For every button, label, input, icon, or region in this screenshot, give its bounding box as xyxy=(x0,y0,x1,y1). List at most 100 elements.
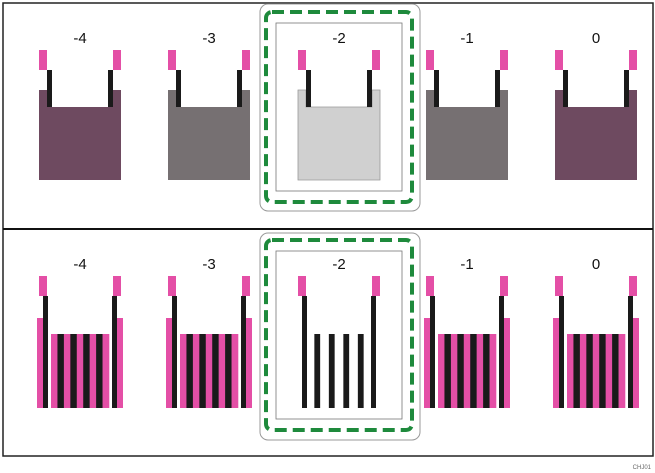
top-label-minus2: -2 xyxy=(332,30,345,47)
stem-right xyxy=(624,70,629,107)
bottom-label-minus2: -2 xyxy=(332,256,345,273)
stripe xyxy=(612,334,619,408)
stripe xyxy=(212,334,219,408)
stripe xyxy=(51,334,58,408)
side-bar-left xyxy=(43,296,48,408)
stripe xyxy=(328,334,335,408)
stripe xyxy=(579,334,587,408)
stripe xyxy=(357,334,364,408)
tip-right xyxy=(242,276,250,296)
stripe xyxy=(618,334,626,408)
flank-right xyxy=(246,318,252,408)
stripe xyxy=(225,334,232,408)
side-bar-left xyxy=(302,296,307,408)
stripe xyxy=(592,334,600,408)
stripe xyxy=(463,334,471,408)
stripe xyxy=(199,334,207,408)
patch-body xyxy=(555,90,637,180)
stripe xyxy=(102,334,110,408)
stripe xyxy=(63,334,71,408)
bottom-pattern-minus3 xyxy=(166,276,252,408)
image-code: CHJ01 xyxy=(633,465,652,471)
tip-left xyxy=(426,276,434,296)
side-bar-right xyxy=(112,296,117,408)
tip-right xyxy=(629,276,637,296)
stripe xyxy=(444,334,452,408)
stripe xyxy=(343,334,350,408)
stripe xyxy=(438,334,445,408)
side-bar-left xyxy=(430,296,435,408)
tip-left xyxy=(39,50,47,70)
side-bar-left xyxy=(172,296,177,408)
flank-right xyxy=(633,318,639,408)
tip-left xyxy=(39,276,47,296)
bottom-label-minus4: -4 xyxy=(73,256,86,273)
top-pattern-zero xyxy=(555,50,637,180)
stripe xyxy=(205,334,213,408)
stem-right xyxy=(495,70,500,107)
tip-left xyxy=(298,276,306,296)
top-pattern-minus4 xyxy=(39,50,121,180)
top-pattern-minus3 xyxy=(168,50,250,180)
flank-left xyxy=(553,318,559,408)
stripe xyxy=(573,334,581,408)
tip-left xyxy=(298,50,306,70)
side-bar-right xyxy=(241,296,246,408)
stripe xyxy=(599,334,606,408)
tip-left xyxy=(426,50,434,70)
tip-right xyxy=(372,276,380,296)
stripe xyxy=(192,334,200,408)
stripe xyxy=(470,334,477,408)
flank-right xyxy=(504,318,510,408)
bottom-label-minus1: -1 xyxy=(460,256,473,273)
tip-right xyxy=(242,50,250,70)
stem-left xyxy=(47,70,52,107)
stripe xyxy=(457,334,465,408)
stripe xyxy=(476,334,484,408)
bottom-label-minus3: -3 xyxy=(202,256,215,273)
stripe xyxy=(567,334,574,408)
stem-right xyxy=(237,70,242,107)
flank-left xyxy=(37,318,43,408)
tip-right xyxy=(629,50,637,70)
top-label-minus3: -3 xyxy=(202,30,215,47)
stem-right xyxy=(367,70,372,107)
patch-body xyxy=(39,90,121,180)
stripe xyxy=(96,334,103,408)
stripe xyxy=(218,334,226,408)
tip-left xyxy=(555,50,563,70)
stripe xyxy=(483,334,490,408)
tip-right xyxy=(500,50,508,70)
top-pattern-minus2 xyxy=(297,50,381,181)
stripe xyxy=(489,334,497,408)
stripe xyxy=(314,334,321,408)
side-bar-right xyxy=(499,296,504,408)
stripe xyxy=(83,334,90,408)
selection-box-bottom xyxy=(259,232,421,441)
side-bar-left xyxy=(559,296,564,408)
flank-left xyxy=(166,318,172,408)
stripe xyxy=(450,334,458,408)
stripe xyxy=(89,334,97,408)
top-label-minus4: -4 xyxy=(73,30,86,47)
patch-body xyxy=(168,90,250,180)
tip-left xyxy=(555,276,563,296)
top-label-zero: 0 xyxy=(592,30,600,47)
stripe xyxy=(186,334,194,408)
tip-left xyxy=(168,50,176,70)
flank-right xyxy=(117,318,123,408)
bottom-pattern-minus2 xyxy=(298,276,380,408)
side-bar-right xyxy=(371,296,376,408)
stem-left xyxy=(434,70,439,107)
stripe xyxy=(76,334,84,408)
stem-left xyxy=(306,70,311,107)
tip-right xyxy=(113,50,121,70)
stem-right xyxy=(108,70,113,107)
tip-right xyxy=(372,50,380,70)
bottom-pattern-zero xyxy=(553,276,639,408)
top-pattern-minus1 xyxy=(426,50,508,180)
stripe xyxy=(231,334,239,408)
bottom-label-zero: 0 xyxy=(592,256,600,273)
top-label-minus1: -1 xyxy=(460,30,473,47)
